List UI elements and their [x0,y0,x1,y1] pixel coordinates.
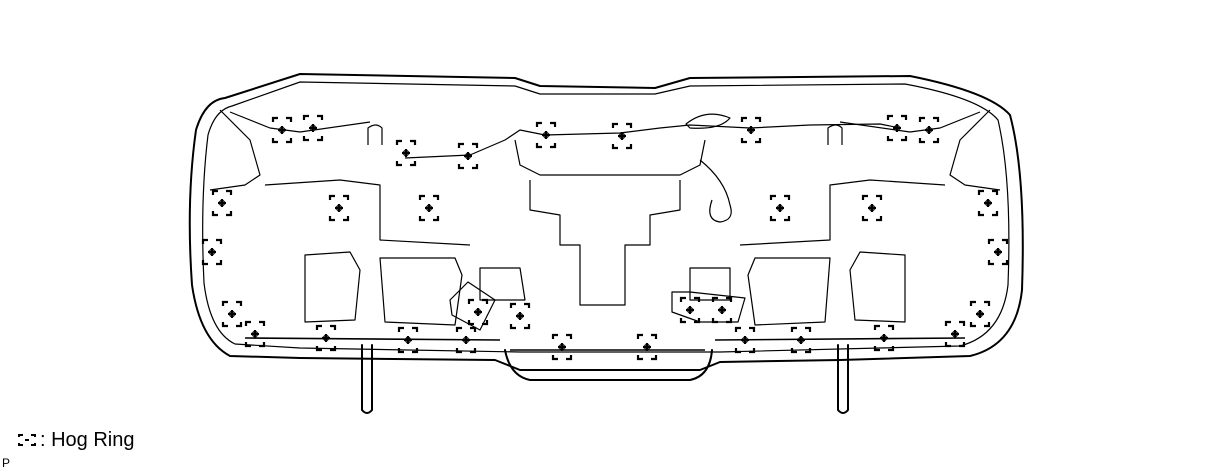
hog-ring-icon [535,121,557,149]
hog-ring-icon [302,114,324,142]
seat-outline [188,73,1024,371]
right-headrest-post [837,344,849,414]
hog-ring-icon [886,114,908,142]
lower-left-wire [244,337,501,341]
hog-ring-icon [977,189,999,217]
hog-ring-icon [418,194,440,222]
seat-inner-outline [202,81,1010,353]
hog-ring-icon [790,326,812,354]
center-mid-panel [529,180,681,306]
left-panel-line [264,179,471,246]
left-hook [367,124,383,145]
legend-label: : Hog Ring [40,429,135,451]
hog-ring-icon [221,300,243,328]
hog-ring-icon [873,324,895,352]
hog-ring-icon [244,320,266,348]
right-hook [827,124,843,145]
hog-ring-icon [467,298,489,326]
left-headrest-post [361,344,373,414]
page-mark: P [2,456,11,470]
hog-ring-icon [551,333,573,361]
left-lower-block-1 [304,251,361,323]
hog-ring-group [201,114,1009,361]
hog-ring-icon [861,194,883,222]
left-bracket [449,281,496,331]
center-bottom-tray [504,349,713,381]
top-clip [685,113,731,129]
hog-ring-icon [969,300,991,328]
upper-left-wire [229,111,371,133]
hog-ring-icon [611,122,633,150]
hog-ring-icon [397,326,419,354]
center-curve [699,159,732,223]
right-bolster [949,109,1001,191]
hog-ring-icon [711,296,733,324]
hog-ring-icon [201,238,223,266]
right-lower-block-2 [747,257,831,326]
right-bracket [671,291,746,323]
hog-ring-icon [457,142,479,170]
hog-ring-icon [769,194,791,222]
top-wire [404,123,901,159]
left-bolster [209,109,261,191]
hog-ring-icon [740,116,762,144]
hog-ring-icon [328,194,350,222]
center-top-panel [514,139,706,176]
hog-ring-icon [455,326,477,354]
hog-ring-icon [271,116,293,144]
hog-ring-icon [636,333,658,361]
legend: : Hog Ring [16,428,135,452]
hog-ring-icon [734,326,756,354]
hog-ring-icon [918,116,940,144]
upper-right-wire [839,111,981,133]
hog-ring-icon [987,238,1009,266]
right-lower-block-1 [849,251,906,323]
hog-ring-icon [944,320,966,348]
lower-right-wire [714,337,966,341]
hog-ring-icon [315,324,337,352]
right-panel-line [739,179,946,246]
hog-ring-icon [509,302,531,330]
hog-ring-icon [211,189,233,217]
hog-ring-icon [395,139,417,167]
hog-ring-icon [679,296,701,324]
left-lower-block-2 [379,257,463,326]
hog-ring-symbol-icon [18,434,36,446]
